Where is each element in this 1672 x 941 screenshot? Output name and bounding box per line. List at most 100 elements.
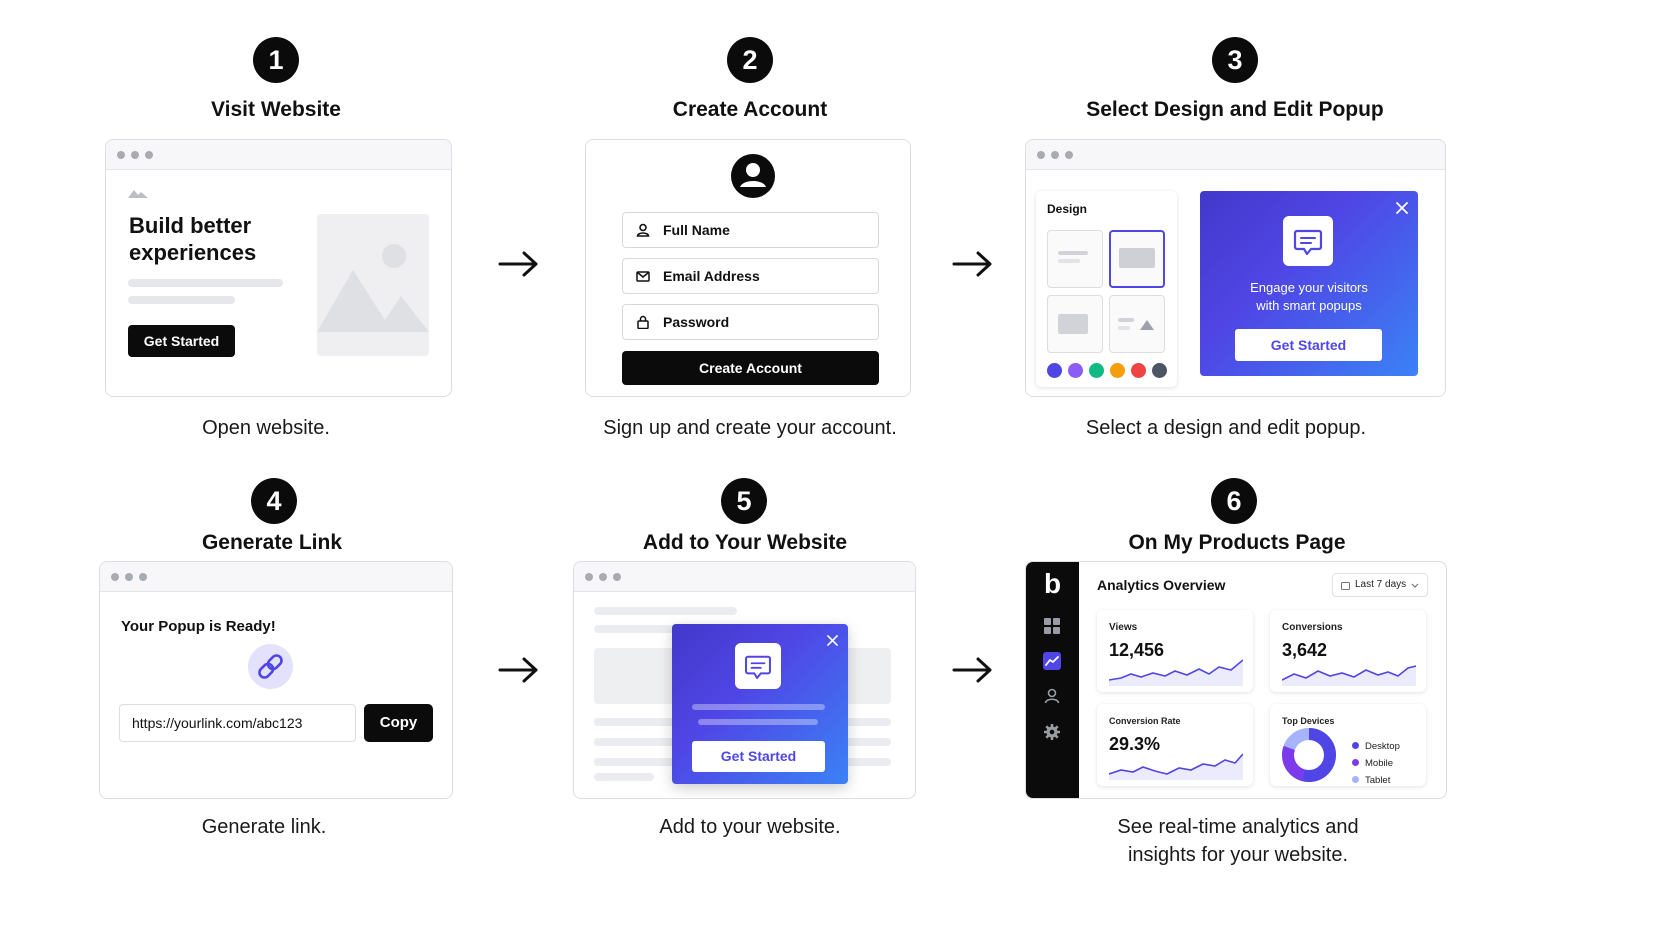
chart-icon[interactable] xyxy=(1043,652,1061,670)
design-editor-mockup: Design Engage your visitors xyxy=(1025,139,1446,397)
step-number-6: 6 xyxy=(1211,478,1257,524)
stat-value: 3,642 xyxy=(1282,640,1328,660)
gear-icon[interactable] xyxy=(1043,723,1061,741)
create-account-mockup: Full Name Email Address Password Create … xyxy=(585,139,911,397)
link-icon xyxy=(248,644,293,689)
text-placeholder xyxy=(128,279,283,287)
avatar-icon xyxy=(731,154,775,198)
calendar-icon xyxy=(1341,582,1350,590)
color-swatch[interactable] xyxy=(1110,363,1125,378)
step-caption-2: Sign up and create your account. xyxy=(603,417,897,439)
password-field[interactable]: Password xyxy=(622,304,879,340)
stat-value: 29.3% xyxy=(1109,734,1161,754)
text-placeholder xyxy=(594,773,654,781)
template-thumbnail[interactable] xyxy=(1047,230,1103,288)
mail-icon xyxy=(636,271,650,282)
views-stat-card: Views 12,456 xyxy=(1097,610,1253,692)
get-started-button[interactable]: Get Started xyxy=(128,325,235,357)
step-caption-5: Add to your website. xyxy=(659,816,841,838)
message-icon xyxy=(735,643,781,689)
step-caption-3: Select a design and edit popup. xyxy=(1085,417,1367,439)
stat-label: Conversion Rate xyxy=(1109,716,1181,726)
conversions-stat-card: Conversions 3,642 xyxy=(1270,610,1426,692)
visit-website-mockup: Build better experiences Get Started xyxy=(105,139,452,397)
text-placeholder xyxy=(594,625,684,633)
step-caption-6: See real-time analytics and insights for… xyxy=(1117,816,1359,866)
arrow-right-icon xyxy=(498,657,538,683)
dashboard-sidebar: b xyxy=(1026,562,1079,798)
sparkline xyxy=(1282,665,1416,686)
popup-ready-heading: Your Popup is Ready! xyxy=(121,618,276,635)
popup-get-started-button[interactable]: Get Started xyxy=(1235,329,1382,361)
browser-chrome xyxy=(100,562,452,592)
close-icon[interactable] xyxy=(827,635,838,646)
top-devices-card: Top Devices Desktop Mobile Tablet xyxy=(1270,704,1426,786)
color-swatch[interactable] xyxy=(1152,363,1167,378)
message-icon xyxy=(1283,216,1333,266)
browser-chrome xyxy=(1026,140,1445,170)
step-number-2: 2 xyxy=(727,37,773,83)
legend-item: Mobile xyxy=(1352,755,1400,772)
link-url-field[interactable]: https://yourlink.com/abc123 xyxy=(119,704,356,742)
image-placeholder xyxy=(317,214,429,356)
grid-icon[interactable] xyxy=(1044,618,1060,634)
analytics-dashboard-mockup: b Analytics Overview Last 7 days xyxy=(1025,561,1447,799)
devices-donut-chart xyxy=(1282,728,1336,782)
arrow-right-icon xyxy=(498,251,538,277)
full-name-field[interactable]: Full Name xyxy=(622,212,879,248)
sparkline xyxy=(1109,659,1243,686)
stat-label: Conversions xyxy=(1282,622,1343,633)
popup-get-started-button[interactable]: Get Started xyxy=(692,741,825,772)
devices-legend: Desktop Mobile Tablet xyxy=(1352,738,1400,789)
embed-website-mockup: Get Started xyxy=(573,561,916,799)
step-title-1: Visit Website xyxy=(211,98,341,121)
step-number-3: 3 xyxy=(1212,37,1258,83)
color-swatch[interactable] xyxy=(1131,363,1146,378)
logo-mountain-icon xyxy=(128,190,148,198)
popup-message: Engage your visitors with smart popups xyxy=(1250,280,1368,313)
create-account-button[interactable]: Create Account xyxy=(622,351,879,385)
close-icon[interactable] xyxy=(1396,202,1408,214)
design-panel-label: Design xyxy=(1047,202,1088,216)
text-placeholder xyxy=(594,607,737,615)
step-title-5: Add to Your Website xyxy=(642,531,848,554)
hero-headline: Build better experiences xyxy=(129,213,257,265)
step-caption-4: Generate link. xyxy=(201,816,327,838)
email-field[interactable]: Email Address xyxy=(622,258,879,294)
stat-label: Views xyxy=(1109,622,1138,633)
arrow-right-icon xyxy=(952,251,992,277)
legend-item: Desktop xyxy=(1352,738,1400,755)
step-number-1: 1 xyxy=(253,37,299,83)
person-icon[interactable] xyxy=(1044,688,1060,704)
color-swatch[interactable] xyxy=(1089,363,1104,378)
user-icon xyxy=(636,223,650,237)
chevron-down-icon xyxy=(1411,583,1419,588)
image-icon xyxy=(317,244,429,332)
step-number-5: 5 xyxy=(721,478,767,524)
design-panel: Design xyxy=(1036,191,1177,387)
copy-button[interactable]: Copy xyxy=(364,704,433,742)
step-title-4: Generate Link xyxy=(201,531,343,554)
date-range-select[interactable]: Last 7 days xyxy=(1332,573,1428,597)
stat-label: Top Devices xyxy=(1282,716,1335,726)
color-swatch[interactable] xyxy=(1068,363,1083,378)
color-swatch[interactable] xyxy=(1047,363,1062,378)
step-title-6: On My Products Page xyxy=(1128,531,1346,554)
generate-link-mockup: Your Popup is Ready! https://yourlink.co… xyxy=(99,561,453,799)
template-thumbnail[interactable] xyxy=(1109,295,1165,353)
step-title-2: Create Account xyxy=(672,98,828,121)
template-thumbnail[interactable] xyxy=(1047,295,1103,353)
popup-preview: Engage your visitors with smart popups G… xyxy=(1200,191,1418,376)
step-title-3: Select Design and Edit Popup xyxy=(1086,98,1384,121)
conversion-rate-stat-card: Conversion Rate 29.3% xyxy=(1097,704,1253,786)
text-placeholder xyxy=(692,704,825,710)
template-thumbnail-selected[interactable] xyxy=(1109,230,1165,288)
color-swatches xyxy=(1047,363,1167,378)
browser-chrome xyxy=(574,562,915,592)
legend-item: Tablet xyxy=(1352,772,1400,789)
step-number-4: 4 xyxy=(251,478,297,524)
browser-chrome xyxy=(106,140,451,170)
arrow-right-icon xyxy=(952,657,992,683)
step-caption-1: Open website. xyxy=(202,417,330,439)
text-placeholder xyxy=(128,296,235,304)
